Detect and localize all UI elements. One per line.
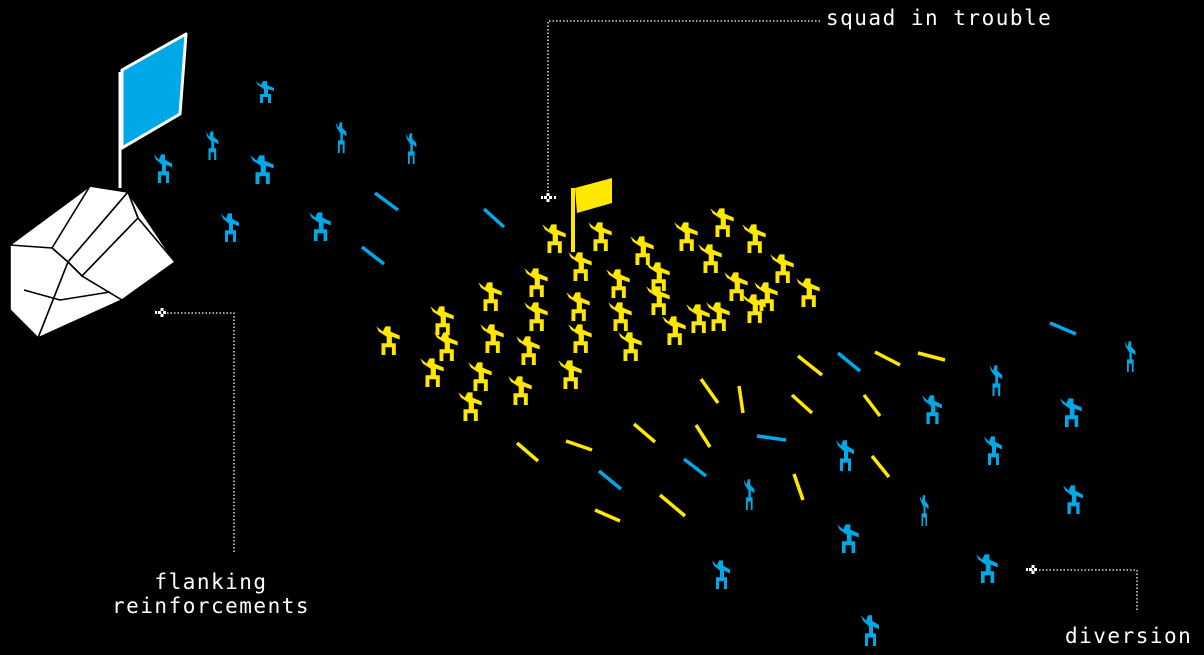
soldier-icon (206, 131, 219, 160)
squad-callout-label: squad in trouble (826, 6, 1052, 30)
soldier-icon (1060, 398, 1082, 427)
blue-flag-icon (120, 34, 186, 188)
soldier-icon (558, 360, 581, 389)
soldier-icon (568, 252, 591, 281)
soldier-icon (606, 269, 629, 298)
soldier-icon (922, 395, 942, 424)
soldier-icon (154, 154, 172, 183)
soldier-icon (706, 302, 729, 331)
soldier-icon (524, 268, 547, 297)
soldier-icon (376, 326, 399, 355)
soldier-icon (698, 244, 721, 273)
soldier-icon (646, 286, 669, 315)
base-building-icon (10, 186, 175, 338)
soldier-icon (542, 224, 565, 253)
flanking-label-line1: flanking (112, 570, 310, 594)
soldier-icon (588, 222, 611, 251)
soldier-icon (566, 292, 589, 321)
soldier-icon (250, 155, 273, 184)
soldier-icon (990, 365, 1003, 396)
soldier-icon (796, 278, 819, 307)
soldier-icon (712, 560, 730, 589)
soldier-icon (1125, 341, 1136, 372)
soldier-icon (524, 302, 547, 331)
soldier-icon (508, 376, 531, 405)
soldier-icon (309, 212, 331, 241)
soldier-icon (480, 324, 503, 353)
soldier-icon (468, 362, 491, 391)
soldier-icon (516, 336, 539, 365)
soldier-icon (430, 306, 453, 335)
soldier-icon (742, 224, 765, 253)
soldier-icon (686, 304, 709, 333)
soldier-icon (976, 554, 998, 583)
soldier-icon (674, 222, 697, 251)
soldier-icon (478, 282, 501, 311)
soldier-icon (434, 332, 457, 361)
soldier-icon (420, 358, 443, 387)
soldier-icon (608, 302, 631, 331)
diversion-group (712, 341, 1135, 646)
soldier-icon (744, 479, 755, 510)
soldier-icon (984, 436, 1002, 465)
soldier-icon (861, 615, 879, 646)
soldier-icon (568, 324, 591, 353)
reinforcement-group (154, 81, 416, 242)
soldier-icon (1063, 485, 1083, 514)
projectile-trails (362, 193, 1076, 521)
soldier-icon (458, 392, 481, 421)
soldier-icon (710, 208, 733, 237)
soldier-icon (618, 332, 641, 361)
soldier-icon (920, 495, 929, 526)
flanking-callout-label: flanking reinforcements (112, 570, 310, 618)
soldier-icon (221, 213, 239, 242)
diversion-callout-label: diversion (1065, 624, 1192, 648)
soldier-icon (662, 316, 685, 345)
enemy-squad (376, 208, 819, 421)
soldier-icon (836, 440, 854, 471)
soldier-icon (837, 524, 859, 553)
soldier-icon (406, 133, 417, 164)
soldier-icon (630, 236, 653, 265)
soldier-icon (256, 81, 274, 103)
callout-lines (160, 21, 1137, 612)
flanking-label-line2: reinforcements (112, 594, 310, 618)
soldier-icon (770, 254, 793, 283)
soldier-icon (336, 122, 347, 153)
